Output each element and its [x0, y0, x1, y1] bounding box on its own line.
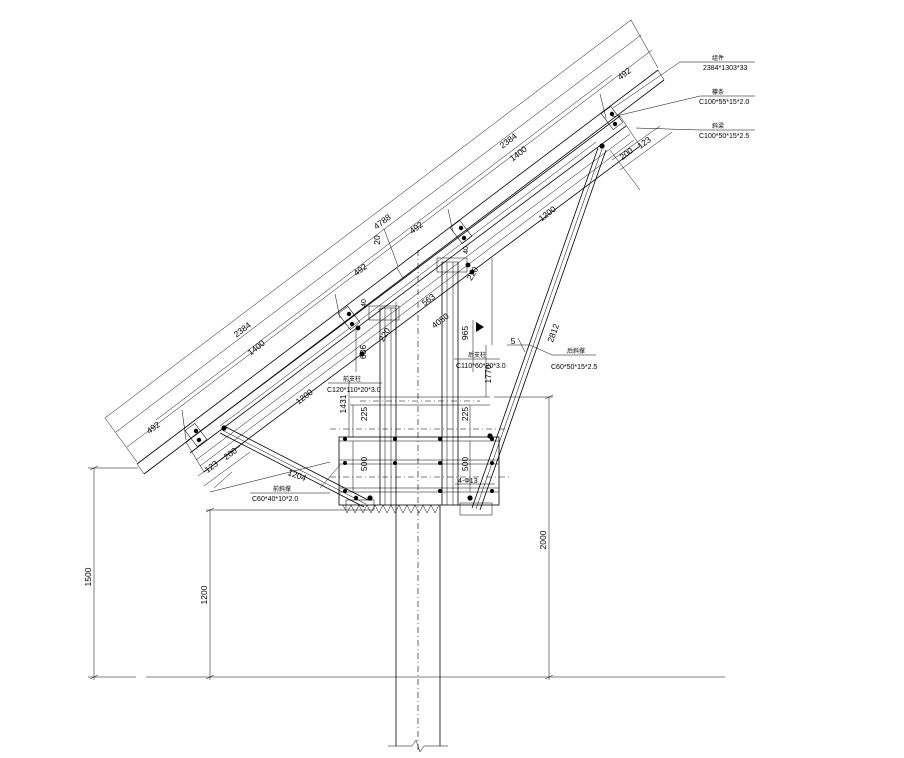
- rear-post: [441, 261, 459, 505]
- dim-mid-492-b: 492: [408, 219, 426, 236]
- pv-module: [136, 69, 665, 475]
- member-callouts: 组件 2384*1303*33 檩条 C100*55*15*2.0 斜梁 C10…: [252, 54, 749, 503]
- dim-1204: 1204: [286, 467, 307, 483]
- sloped-beam: [185, 115, 641, 473]
- slope-dimensions: [104, 19, 659, 463]
- rear-brace-spec: C60*50*15*2.5: [551, 364, 597, 371]
- post-dims: [348, 258, 530, 492]
- dim-overhang-top: 492: [616, 65, 634, 82]
- post-top-plates: [355, 257, 475, 357]
- dim-purlin-upper: 1400: [508, 144, 529, 164]
- beam-title: 斜梁: [712, 122, 724, 130]
- dim-span-upper: 1200: [537, 204, 558, 224]
- dim-220-left: 220: [377, 326, 393, 344]
- beam-spec: C100*50*15*2.5: [699, 133, 749, 140]
- dim-1431: 1431: [338, 394, 348, 413]
- dim-225-left: 225: [359, 407, 369, 421]
- dim-965: 965: [460, 326, 470, 340]
- height-2000: 2000: [538, 530, 548, 549]
- rear-post-spec: C110*60*20*3.0: [456, 363, 506, 370]
- dim-5: 5: [511, 336, 516, 346]
- dim-123-top: 123: [636, 134, 654, 151]
- dim-4050: 4050: [430, 311, 451, 331]
- height-1500: 1500: [83, 567, 93, 586]
- dim-40-b: 40: [463, 246, 470, 254]
- front-post-title: 前支柱: [343, 375, 361, 383]
- front-brace-title: 前斜撑: [273, 485, 291, 493]
- dim-500-right: 500: [460, 457, 470, 471]
- left-end-dims: [197, 445, 331, 493]
- purlin-spec: C100*55*15*2.0: [699, 99, 749, 106]
- dim-500-left: 500: [359, 457, 369, 471]
- leader-lines: [250, 61, 755, 494]
- dim-123-bottom: 123: [203, 458, 221, 475]
- dim-563: 563: [420, 291, 438, 308]
- dim-purlin-lower: 1400: [246, 338, 267, 358]
- rear-brace-title: 后斜撑: [567, 347, 585, 355]
- dim-total-length: 4788: [372, 212, 393, 232]
- front-post: [379, 307, 397, 505]
- front-brace: [219, 425, 373, 508]
- dim-40-a: 40: [361, 299, 368, 307]
- dim-2812: 2812: [545, 322, 561, 343]
- dim-1770: 1770: [483, 364, 493, 383]
- purlin-title: 檩条: [712, 88, 724, 96]
- main-pole: [388, 250, 448, 753]
- dim-200-top: 200: [618, 145, 636, 162]
- dim-panel-upper: 2384: [498, 131, 519, 151]
- front-brace-spec: C60*40*10*2.0: [252, 496, 298, 503]
- pole-bracket: [330, 396, 510, 516]
- right-end-dims: [609, 125, 673, 191]
- dim-gap-mid: 20: [372, 235, 382, 245]
- slope-dim-texts: 4788 2384 2384 492 492 1400 1400 1200 12…: [145, 65, 654, 483]
- panel-title: 组件: [712, 54, 724, 62]
- front-post-spec: C120*110*20*3.0: [327, 387, 381, 394]
- dim-225-right: 225: [460, 407, 470, 421]
- bolt-note: 4-Φ13: [458, 478, 478, 485]
- rear-post-title: 后支柱: [468, 351, 486, 359]
- vertical-dim-texts: 636 965 1770 1431 225 225 500 500 5 1500…: [83, 326, 548, 605]
- height-1200: 1200: [199, 585, 209, 604]
- purlin-clamps: [184, 106, 624, 447]
- dim-overhang-bottom: 492: [145, 419, 163, 436]
- panel-spec: 2384*1303*33: [703, 65, 747, 72]
- rear-brace: [467, 143, 607, 511]
- height-dims: [88, 394, 554, 680]
- dim-636: 636: [358, 345, 368, 359]
- dim-span-lower: 1200: [294, 387, 315, 407]
